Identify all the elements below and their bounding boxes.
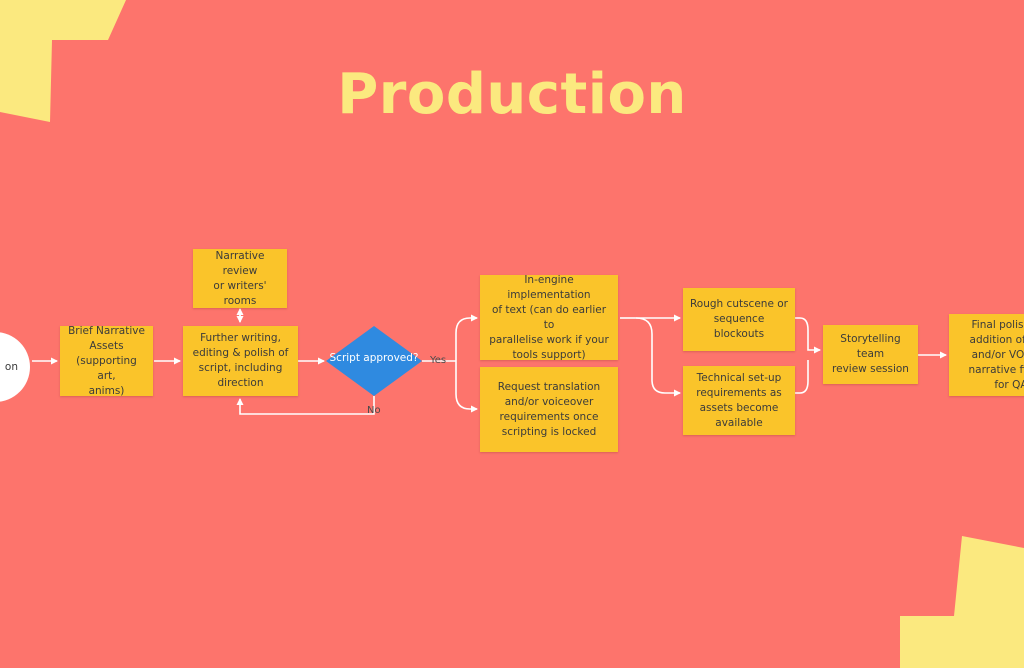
note-technical-setup: Technical set-up requirements as assets … [683,366,795,435]
note-storytelling-review: Storytelling team review session [823,325,918,384]
edge-label-yes: Yes [430,355,447,366]
note-in-engine-implementation: In-engine implementation of text (can do… [480,274,618,361]
note-brief-narrative-assets: Brief Narrative Assets (supporting art, … [60,325,153,397]
page-title: Production [337,62,687,127]
edge-label-no: No [367,405,381,416]
note-further-writing: Further writing, editing & polish of scr… [183,326,298,396]
decision-label: Script approved? [329,352,419,364]
start-node-label: on [4,361,18,373]
decision-diamond [326,326,422,396]
note-request-translation: Request translation and/or voiceover req… [480,367,618,452]
note-rough-cutscene: Rough cutscene or sequence blockouts [683,288,795,351]
decorative-shape-top-left [0,0,126,122]
edge-decision-no [236,396,375,415]
edge-to-storytelling [795,317,821,354]
note-narrative-review: Narrative review or writers' rooms [193,249,287,308]
decorative-shape-bottom-right [900,536,1024,668]
note-final-polish: Final polish to addition of tra and/or V… [949,314,1024,396]
